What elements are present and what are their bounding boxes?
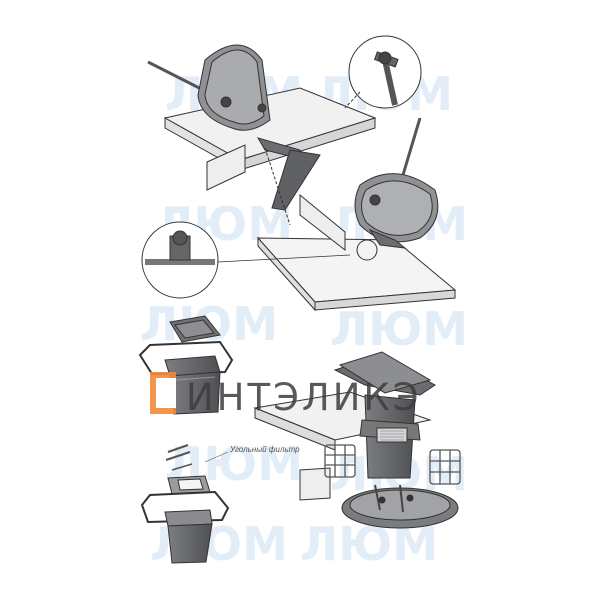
step-4-filter-cassette <box>140 444 230 564</box>
step-2-panel-mount <box>141 117 457 312</box>
watermark-mark: ЛЮМ <box>330 302 468 356</box>
carbon-filter-label: Угольный фильтр <box>230 445 300 454</box>
callout-leader-line <box>204 451 229 463</box>
company-watermark-text: ИНТЭЛИКЭ <box>186 376 422 419</box>
step-1-cabinet-lid <box>147 35 422 226</box>
logo-bracket-icon <box>150 372 176 414</box>
step-5-full-assembly <box>253 351 461 529</box>
